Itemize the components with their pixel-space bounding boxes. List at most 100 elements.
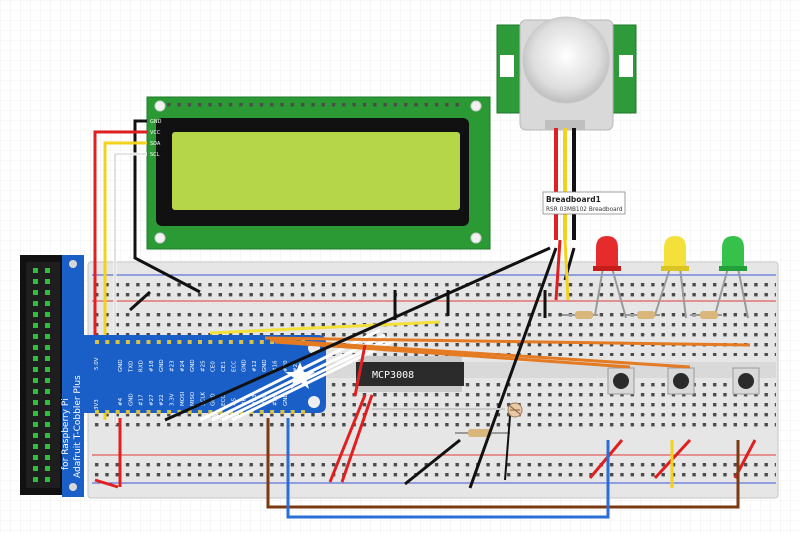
- cobbler-pin-label-top: ECC: [231, 361, 237, 372]
- cobbler-pin-label-top: GND: [262, 359, 268, 372]
- lcd-pin-sda: SDA: [150, 141, 161, 147]
- power-rail-top: [92, 279, 776, 299]
- wire-black-long: [164, 246, 551, 422]
- ribbon-pin: [45, 356, 50, 361]
- pir-sensor: [496, 16, 637, 131]
- wire-lcd-scl-outline: [114, 153, 147, 425]
- cobbler-pin-label-bottom: #22: [159, 394, 165, 406]
- wire-black-pir: [468, 247, 558, 489]
- cobbler-hole: [105, 410, 110, 414]
- mcp3008-chip: MCP3008: [356, 356, 464, 392]
- ribbon-pin: [33, 433, 38, 438]
- cobbler-hole: [198, 410, 202, 414]
- cobbler-hole: [156, 340, 161, 344]
- wire-white-4: [231, 338, 396, 422]
- cobbler-title-line2: for Raspberry Pi: [61, 398, 71, 470]
- ribbon-pin: [33, 400, 38, 405]
- lcd-pin-scl: SCL: [150, 152, 160, 158]
- cobbler-pin-label-bottom: #4: [118, 397, 124, 406]
- led-yellow: [654, 236, 689, 319]
- ribbon-pin: [45, 279, 50, 284]
- cobbler-hole: [167, 340, 172, 344]
- cobbler-hole: [198, 340, 202, 344]
- cobbler-hole: [187, 410, 192, 414]
- ribbon-pin: [33, 411, 38, 416]
- wire-orange-3: [274, 340, 631, 369]
- cobbler-hole: [280, 410, 285, 414]
- tooltip-subtitle: RSR 03MB102 Breadboard: [546, 207, 623, 213]
- ribbon-pin: [45, 411, 50, 416]
- cobbler-hole: [125, 410, 130, 414]
- cobbler-pin-label-top: RXD: [139, 360, 145, 372]
- cobbler-hole: [187, 340, 192, 344]
- led-resistors: [562, 311, 722, 319]
- wire-red-rail: [94, 478, 119, 489]
- cobbler-pin-label-top: #12: [252, 360, 258, 372]
- cobbler-pin-label-bottom: #17: [139, 394, 145, 406]
- cobbler-hole: [218, 410, 223, 414]
- power-rail-bottom: [92, 459, 776, 479]
- cobbler-hole: [115, 340, 120, 344]
- ribbon-pin: [45, 345, 50, 350]
- ribbon-pin: [45, 477, 50, 482]
- lcd-display: [146, 96, 491, 250]
- cobbler-hole: [95, 410, 99, 414]
- ribbon-pin: [45, 323, 50, 328]
- cobbler-hole: [249, 340, 254, 344]
- led-red: [593, 236, 627, 319]
- ribbon-pin: [33, 455, 38, 460]
- ribbon-pin: [33, 477, 38, 482]
- cobbler-hole: [290, 410, 295, 414]
- push-button-2: [667, 367, 695, 395]
- cobbler-hole: [136, 340, 141, 344]
- cobbler-hole: [259, 340, 264, 344]
- wire-lcd-sda: [103, 141, 147, 420]
- cobbler-pin-label-top: CE0: [211, 361, 217, 372]
- cobbler-pin-label-bottom: MISO: [190, 391, 196, 406]
- ribbon-pin: [45, 422, 50, 427]
- wire-black-short-5: [404, 438, 461, 486]
- ribbon-pin: [33, 268, 38, 273]
- ribbon-pin: [45, 455, 50, 460]
- cobbler-pin-label-top: GND: [118, 359, 124, 372]
- wire-red-2: [340, 394, 374, 483]
- ribbon-pin: [45, 367, 50, 372]
- cobbler-pin-label-bottom: MOSI: [180, 391, 186, 406]
- ribbon-pin: [33, 367, 38, 372]
- cobbler-hole: [95, 340, 99, 344]
- tooltip-title: Breadboard1: [546, 195, 601, 204]
- led-green: [714, 236, 749, 319]
- cobbler-pin-label-bottom: GND: [283, 393, 289, 406]
- cobbler-pin-5v: 5.0V: [94, 357, 100, 370]
- ribbon-pin: [33, 345, 38, 350]
- cobbler-hole: [146, 410, 151, 414]
- ribbon-pin: [45, 334, 50, 339]
- photoresistor: [507, 402, 523, 418]
- cobbler-pin-label-top: TXD: [128, 361, 134, 373]
- cobbler-hole: [270, 410, 275, 414]
- ribbon-pin: [45, 301, 50, 306]
- cobbler-pin-label-bottom: #27: [149, 394, 155, 406]
- cobbler-pin-3v3: 3V3: [94, 399, 100, 410]
- cobbler-pin-label-bottom: ECC: [221, 395, 227, 406]
- cobbler-hole: [177, 340, 182, 344]
- cobbler-pin-label-top: CE1: [221, 361, 227, 372]
- wire-white-3: [221, 336, 391, 422]
- ribbon-pin: [33, 279, 38, 284]
- wire-black-ldr: [504, 415, 511, 481]
- ribbon-connector: [20, 255, 66, 495]
- wire-lcd-vcc: [93, 130, 147, 335]
- ribbon-pin: [33, 301, 38, 306]
- ribbon-pin: [33, 444, 38, 449]
- wire-red-btn1: [588, 439, 624, 479]
- ribbon-pin: [33, 312, 38, 317]
- ribbon-pin: [45, 433, 50, 438]
- cobbler-pin-label-bottom: SCLK: [200, 392, 206, 406]
- push-button-1: [607, 367, 635, 395]
- wire-red-3: [353, 344, 367, 397]
- wire-red-1: [328, 394, 367, 483]
- cobbler-hole: [208, 410, 213, 414]
- ribbon-pin: [45, 400, 50, 405]
- ribbon-pins: [33, 268, 50, 482]
- cobbler-hole: [115, 410, 120, 414]
